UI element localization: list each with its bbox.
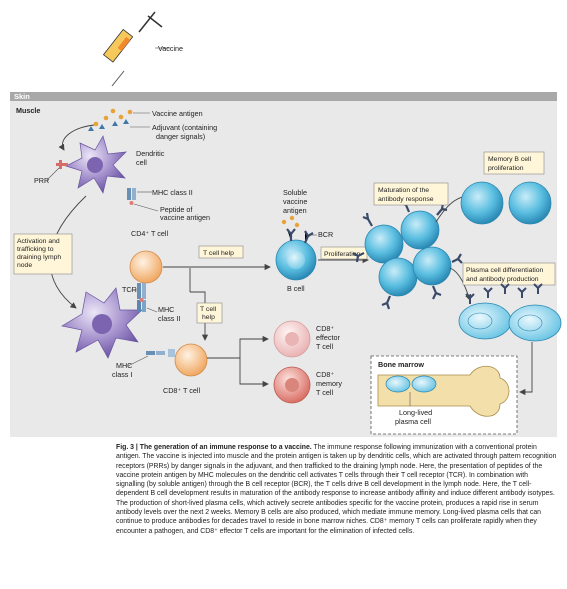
activation-label-line3: draining lymph (17, 254, 61, 261)
antibody-receptor-icons (352, 199, 463, 310)
activation-label-line1: Activation and (17, 238, 60, 245)
long-lived-plasma-cells (385, 375, 437, 393)
mhc-ii-lower-label-line2: class II (158, 314, 180, 323)
dendritic-label-line1: Dendritic (136, 149, 165, 158)
mhc-class-i-label-line2: class I (112, 370, 132, 379)
memory-b-label-line2: proliferation (488, 165, 524, 172)
cd8-effector-label-line3: T cell (316, 342, 333, 351)
cd8-effector-label-line2: effector (316, 333, 340, 342)
soluble-antigen-particles (281, 215, 300, 228)
immune-response-diagram: Skin Muscle Vaccine Vaccine antigen Adju… (10, 11, 562, 437)
adjuvant-particles (88, 119, 129, 131)
bone-marrow-label: Bone marrow (378, 360, 424, 369)
dendritic-cell-lymph-node (61, 287, 143, 359)
skin-label: Skin (14, 92, 30, 101)
tcr-mhc-complex-icon (137, 283, 146, 312)
cd8-effector-label-line1: CD8⁺ (316, 324, 334, 333)
mhc-ii-lower-label-line1: MHC (158, 305, 174, 314)
activation-label-line2: trafficking to (17, 246, 54, 253)
cd8-memory-label-line1: CD8⁺ (316, 370, 334, 379)
plasma-diff-label-line1: Plasma cell differentiation (466, 267, 544, 274)
long-lived-label-line2: plasma cell (395, 417, 431, 426)
free-antibody-icons (465, 283, 543, 304)
cd8-label: CD8⁺ T cell (163, 386, 200, 395)
dendritic-cell-top (65, 135, 127, 194)
caption-title: The generation of an immune response to … (139, 444, 312, 451)
maturation-label-line2: antibody response (378, 196, 434, 203)
proliferation-label: Proliferation (324, 251, 360, 258)
syringe-icon (102, 11, 163, 87)
adjuvant-label-line1: Adjuvant (containing (152, 123, 217, 132)
mhc-class-ii-icon (127, 188, 136, 205)
tcr-label: TCR (122, 285, 137, 294)
bone-icon (377, 365, 510, 417)
adjuvant-label-line2: danger signals) (156, 132, 205, 141)
bcr-label: BCR (318, 230, 333, 239)
mhc-class-i-label-line1: MHC (116, 361, 132, 370)
mhc-class-ii-label: MHC class II (152, 188, 193, 197)
t-cell-help-label-2-line2: help (202, 314, 215, 321)
soluble-antigen-label-line2: vaccine (283, 197, 307, 206)
skin-band (10, 92, 557, 101)
vaccine-antigen-particles (93, 108, 133, 127)
mhc-class-i-icon (146, 349, 175, 357)
prr-receptor-icon (56, 160, 68, 169)
b-cell-label: B cell (287, 284, 305, 293)
cd4-t-cell (129, 250, 163, 284)
peptide-label-line2: vaccine antigen (160, 213, 210, 222)
cd8-memory-label-line3: T cell (316, 388, 333, 397)
prr-label: PRR (34, 176, 49, 185)
memory-b-cells (460, 181, 552, 225)
cd4-label: CD4⁺ T cell (131, 229, 168, 238)
memory-b-label-line1: Memory B cell (488, 156, 532, 163)
soluble-antigen-label-line1: Soluble (283, 188, 307, 197)
figure-caption: Fig. 3 | The generation of an immune res… (116, 443, 558, 536)
vaccine-antigen-label: Vaccine antigen (152, 109, 203, 118)
maturation-label-line1: Maturation of the (378, 187, 429, 194)
long-lived-label-line1: Long-lived (399, 408, 432, 417)
b-cell-cluster (364, 210, 452, 297)
plasma-cells (458, 302, 562, 342)
caption-body: The immune response following immunizati… (116, 444, 557, 535)
cd8-memory-label-line2: memory (316, 379, 342, 388)
plasma-diff-label-line2: and antibody production (466, 276, 539, 283)
muscle-label: Muscle (16, 106, 40, 115)
dendritic-label-line2: cell (136, 158, 147, 167)
vaccine-label: Vaccine (158, 44, 183, 53)
caption-figure-label: Fig. 3 | (116, 444, 140, 451)
bcr-receptor-icon (286, 228, 314, 244)
activation-label-line4: node (17, 262, 32, 269)
peptide-label-line1: Peptide of (160, 205, 192, 214)
cd8-t-cell (174, 343, 208, 377)
soluble-antigen-label-line3: antigen (283, 206, 307, 215)
t-cell-help-label: T cell help (203, 250, 234, 257)
t-cell-help-label-2-line1: T cell (200, 306, 217, 313)
